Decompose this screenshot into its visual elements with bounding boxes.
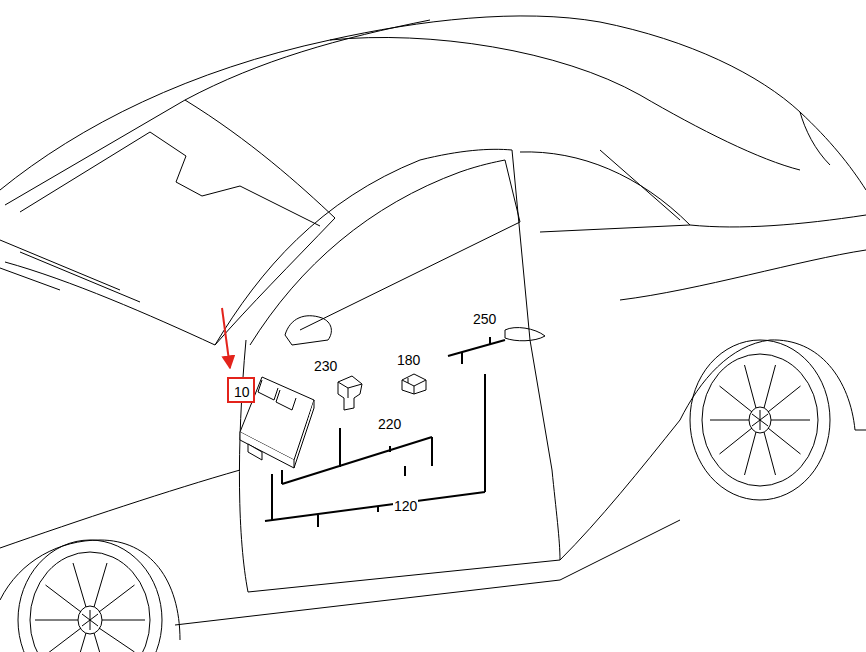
callout-box: 10 — [227, 377, 255, 403]
front-wheel — [18, 540, 162, 652]
wiring-harness — [265, 337, 505, 527]
callout-number: 230 — [313, 358, 338, 374]
callout-number: 220 — [377, 416, 402, 432]
callout-number: 180 — [396, 352, 421, 368]
callout-number: 120 — [393, 498, 418, 514]
pointer-arrow — [222, 308, 230, 368]
clip-180 — [402, 374, 426, 394]
car-body — [0, 16, 866, 640]
rear-wheel — [690, 340, 830, 500]
clip-230 — [338, 376, 362, 410]
callout-number: 250 — [472, 311, 497, 327]
callout-number: 10 — [234, 384, 250, 400]
